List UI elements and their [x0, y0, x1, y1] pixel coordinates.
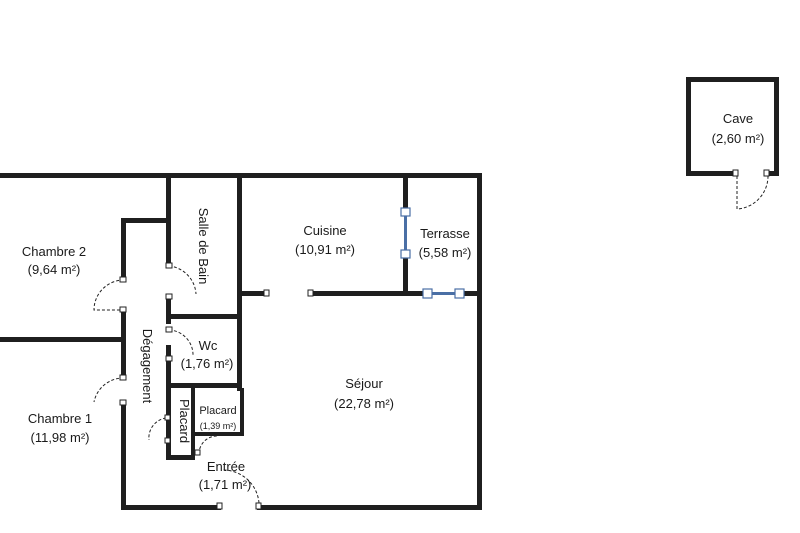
cave-name: Cave — [723, 111, 753, 126]
entree-name: Entrée — [207, 459, 245, 474]
sejour-area: (22,78 m²) — [334, 396, 394, 411]
cuisine-area: (10,91 m²) — [295, 242, 355, 257]
windows — [400, 207, 465, 299]
sejour-name: Séjour — [345, 376, 383, 391]
cave-area: (2,60 m²) — [712, 131, 765, 146]
doors — [93, 169, 770, 510]
placard-name: Placard — [199, 405, 236, 417]
chambre2-area: (9,64 m²) — [28, 262, 81, 277]
chambre1-name: Chambre 1 — [28, 411, 92, 426]
cuisine-name: Cuisine — [303, 223, 346, 238]
placard-area: (1,39 m²) — [200, 421, 237, 431]
wc-area: (1,76 m²) — [181, 356, 234, 371]
sdb-name: Salle de Bain — [196, 208, 211, 285]
entree-area: (1,71 m²) — [199, 477, 252, 492]
wc-name: Wc — [199, 338, 218, 353]
chambre2-name: Chambre 2 — [22, 244, 86, 259]
terrasse-name: Terrasse — [420, 226, 470, 241]
chambre1-area: (11,98 m²) — [31, 430, 90, 445]
room-labels: Chambre 2 (9,64 m²) Chambre 1 (11,98 m²)… — [22, 111, 765, 492]
terrasse-area: (5,58 m²) — [419, 245, 472, 260]
degagement-name: Dégagement — [140, 329, 155, 404]
placard-small-name: Placard — [177, 399, 192, 443]
walls — [0, 77, 779, 510]
